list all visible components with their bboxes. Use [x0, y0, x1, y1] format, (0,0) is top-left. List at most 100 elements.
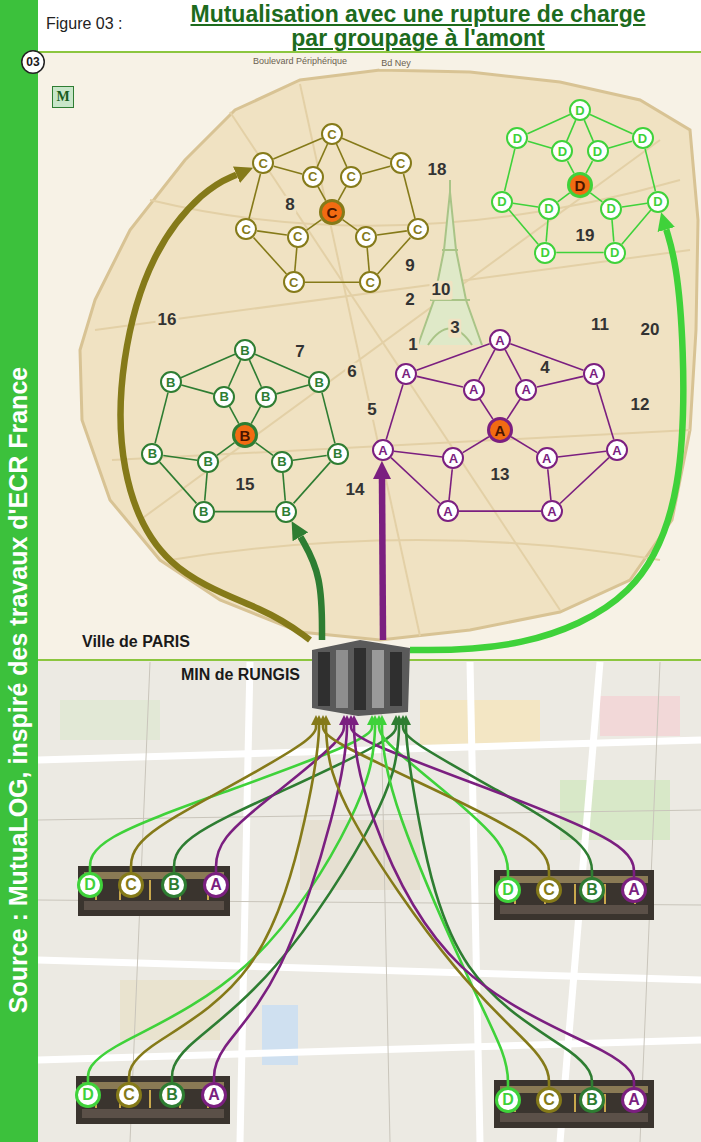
node-circle — [142, 444, 162, 464]
building-panel — [336, 650, 348, 708]
network-link — [505, 149, 515, 191]
street-line — [112, 430, 690, 460]
node-circle — [373, 440, 393, 460]
node-letter: D — [84, 877, 96, 893]
network-link — [362, 166, 390, 174]
network-link — [386, 384, 403, 439]
node-letter: B — [261, 390, 270, 403]
network-link — [338, 187, 346, 201]
network-link — [215, 511, 275, 513]
node-letter: A — [401, 367, 410, 380]
figure-number: 03 — [26, 56, 39, 68]
node-circle — [581, 1089, 604, 1112]
building-panel — [372, 650, 384, 708]
network-link — [367, 247, 369, 271]
node-circle — [633, 128, 653, 148]
flow-arrow — [121, 175, 311, 640]
network-link — [249, 360, 261, 387]
photo-detail — [82, 1082, 224, 1089]
store-node: A — [515, 379, 537, 401]
network-link — [283, 473, 285, 501]
hub-node: A — [487, 417, 513, 443]
node-letter: C — [258, 157, 267, 170]
node-circle — [570, 100, 590, 120]
arrondissement-number: 1 — [406, 336, 419, 355]
network-link — [318, 187, 326, 201]
arrondissement-number: 18 — [426, 161, 449, 180]
store-node: D — [551, 140, 573, 162]
node-circle — [203, 1084, 226, 1107]
arrondissement-number: 19 — [574, 227, 597, 246]
node-circle — [79, 874, 102, 897]
store-node: D — [647, 191, 669, 213]
network-link — [155, 393, 168, 444]
network-link — [404, 174, 416, 219]
network-link — [507, 399, 520, 419]
supplier-photo — [494, 870, 654, 920]
network-link — [249, 174, 261, 219]
node-circle — [607, 440, 627, 460]
supplier-node: D — [495, 1087, 521, 1113]
store-node: A — [489, 329, 511, 351]
divider-line — [38, 51, 701, 53]
network-link — [568, 161, 574, 173]
store-node: C — [359, 271, 381, 293]
supply-arrow — [174, 725, 396, 872]
arrondissement-number: 16 — [156, 311, 179, 330]
network-link — [584, 120, 593, 141]
supplier-node: A — [201, 1082, 227, 1108]
tower-fill — [418, 192, 482, 345]
map-block — [420, 700, 540, 748]
photo-detail — [500, 1113, 648, 1122]
supplier-node: C — [536, 877, 562, 903]
store-node: D — [569, 99, 591, 121]
node-circle — [492, 192, 512, 212]
node-circle — [648, 192, 668, 212]
node-letter: B — [166, 376, 175, 389]
network-link — [560, 458, 609, 504]
supply-arrow — [351, 725, 634, 877]
node-circle — [214, 387, 234, 407]
tower-outline — [418, 180, 482, 345]
node-circle — [391, 153, 411, 173]
node-circle — [438, 501, 458, 521]
network-link — [511, 437, 537, 453]
node-circle — [322, 124, 342, 144]
node-circle — [194, 502, 214, 522]
node-letter: A — [589, 367, 598, 380]
network-link — [273, 138, 322, 159]
supply-arrow — [216, 725, 344, 872]
store-node: C — [355, 226, 377, 248]
map-block — [60, 700, 160, 740]
supplier-node: C — [116, 1082, 142, 1108]
photo-frame — [494, 870, 654, 920]
store-node: B — [213, 386, 235, 408]
network-link — [567, 120, 576, 141]
node-letter: C — [125, 877, 137, 893]
street-name: Boulevard Périphérique — [251, 57, 349, 67]
network-link — [217, 443, 234, 456]
node-circle — [623, 1089, 646, 1112]
node-circle — [538, 1089, 561, 1112]
node-letter: A — [522, 383, 531, 396]
node-letter: D — [544, 202, 553, 215]
network-link — [337, 144, 347, 167]
network-link — [293, 455, 327, 460]
node-circle — [120, 874, 143, 897]
store-node: B — [275, 501, 297, 523]
node-letter: D — [653, 195, 662, 208]
network-link — [556, 252, 603, 254]
node-letter: B — [199, 505, 208, 518]
network-link — [417, 376, 463, 387]
node-letter: D — [497, 195, 506, 208]
node-circle — [205, 874, 228, 897]
store-node: D — [604, 242, 626, 264]
store-node: B — [308, 371, 330, 393]
supplier-node: C — [536, 1087, 562, 1113]
supply-arrow — [131, 725, 316, 872]
node-circle — [605, 243, 625, 263]
node-letter: B — [277, 455, 286, 468]
node-letter: D — [502, 1092, 514, 1108]
node-letter: A — [449, 452, 458, 465]
street-line — [170, 540, 660, 560]
